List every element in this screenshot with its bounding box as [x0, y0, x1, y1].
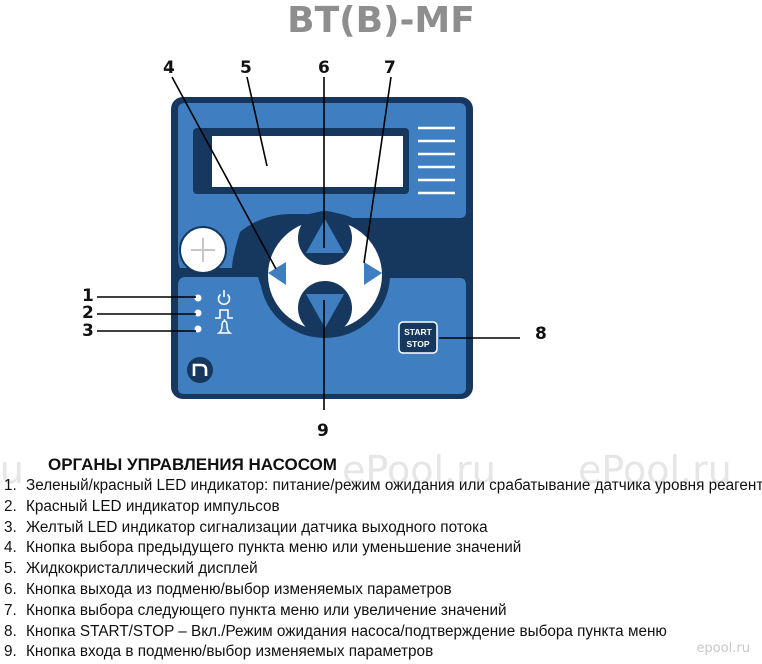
watermark: ePool.ru — [578, 448, 732, 492]
legend-number: 6. — [4, 580, 17, 598]
legend-item: 7. Кнопка выбора следующего пункта меню и… — [4, 601, 762, 622]
legend-item: 3. Желтый LED индикатор сигнализации датч… — [4, 518, 762, 539]
callout-5: 5 — [240, 58, 252, 78]
left-arrow-button[interactable] — [268, 262, 286, 285]
logo-icon — [187, 357, 213, 383]
legend-text: Кнопка выбора предыдущего пункта меню ил… — [26, 539, 522, 557]
control-pad-face — [268, 220, 382, 330]
callout-2: 2 — [82, 303, 94, 323]
led-pulse — [194, 309, 202, 317]
legend-text: Красный LED индикатор импульсов — [26, 497, 280, 515]
bell-icon — [216, 319, 233, 334]
legend-item: 5. Жидкокристаллический дисплей — [4, 559, 762, 580]
legend-text: Кнопка входа в подменю/выбор изменяемых … — [26, 643, 434, 661]
corner-logo: epool.ru — [696, 641, 751, 656]
diagram-title: BT(B)-MF — [287, 0, 475, 41]
legend-number: 8. — [4, 622, 17, 640]
legend-number: 2. — [4, 497, 17, 515]
callout-4: 4 — [163, 58, 175, 78]
start-stop-button[interactable] — [398, 321, 438, 354]
legend-item: 6. Кнопка выхода из подменю/выбор изменяе… — [4, 580, 762, 601]
callout-9: 9 — [317, 421, 329, 441]
watermark: ePool.ru — [342, 448, 496, 492]
plus-icon — [191, 238, 215, 262]
legend-text: Желтый LED индикатор сигнализации датчик… — [26, 518, 488, 536]
legend-text: Кнопка START/STOP – Вкл./Режим ожидания … — [26, 622, 667, 640]
callout-1: 1 — [82, 286, 94, 306]
callout-3: 3 — [82, 321, 94, 341]
legend-number: 4. — [4, 539, 17, 557]
legend-number: 9. — [4, 643, 17, 661]
led-power — [194, 294, 202, 302]
power-icon — [217, 290, 231, 306]
logo-glyph — [192, 363, 208, 376]
up-arrow-icon — [306, 219, 344, 253]
legend-item: 1. Зеленый/красный LED индикатор: питание… — [4, 476, 762, 497]
led-flow-alarm — [194, 325, 202, 333]
start-stop-label-line1: START — [404, 327, 433, 337]
leader-lines — [97, 76, 520, 410]
down-arrow-icon — [306, 294, 344, 328]
legend-text: Зеленый/красный LED индикатор: питание/р… — [26, 477, 762, 494]
legend-item: 8. Кнопка START/STOP – Вкл./Режим ожидани… — [4, 622, 762, 643]
callout-6: 6 — [318, 58, 330, 78]
legend-number: 5. — [4, 560, 17, 578]
legend-number: 1. — [4, 477, 17, 494]
panel-lower-face — [178, 277, 466, 394]
legend-text: Жидкокристаллический дисплей — [26, 560, 258, 578]
lcd-display — [212, 136, 403, 187]
legend-list: 1. Зеленый/красный LED индикатор: питание… — [0, 476, 762, 663]
legend-number: 3. — [4, 518, 17, 536]
section-heading: ОРГАНЫ УПРАВЛЕНИЯ НАСОСОМ — [48, 455, 337, 474]
pulse-icon — [215, 309, 233, 319]
legend-item: 4. Кнопка выбора предыдущего пункта меню … — [4, 538, 762, 559]
legend-text: Кнопка выбора следующего пункта меню или… — [26, 601, 507, 619]
start-stop-label-line2: STOP — [407, 339, 430, 349]
watermark: ePool.ru — [0, 448, 24, 492]
legend-item: 2. Красный LED индикатор импульсов — [4, 497, 762, 518]
callout-8: 8 — [535, 324, 547, 344]
legend-text: Кнопка выхода из подменю/выбор изменяемы… — [26, 580, 452, 598]
right-arrow-button[interactable] — [364, 262, 382, 285]
legend-number: 7. — [4, 601, 17, 619]
legend-item: 9. Кнопка входа в подменю/выбор изменяемы… — [4, 642, 762, 663]
callout-7: 7 — [384, 58, 396, 78]
pump-panel-diagram: START STOP — [97, 76, 520, 410]
display-status-lines — [418, 126, 455, 195]
